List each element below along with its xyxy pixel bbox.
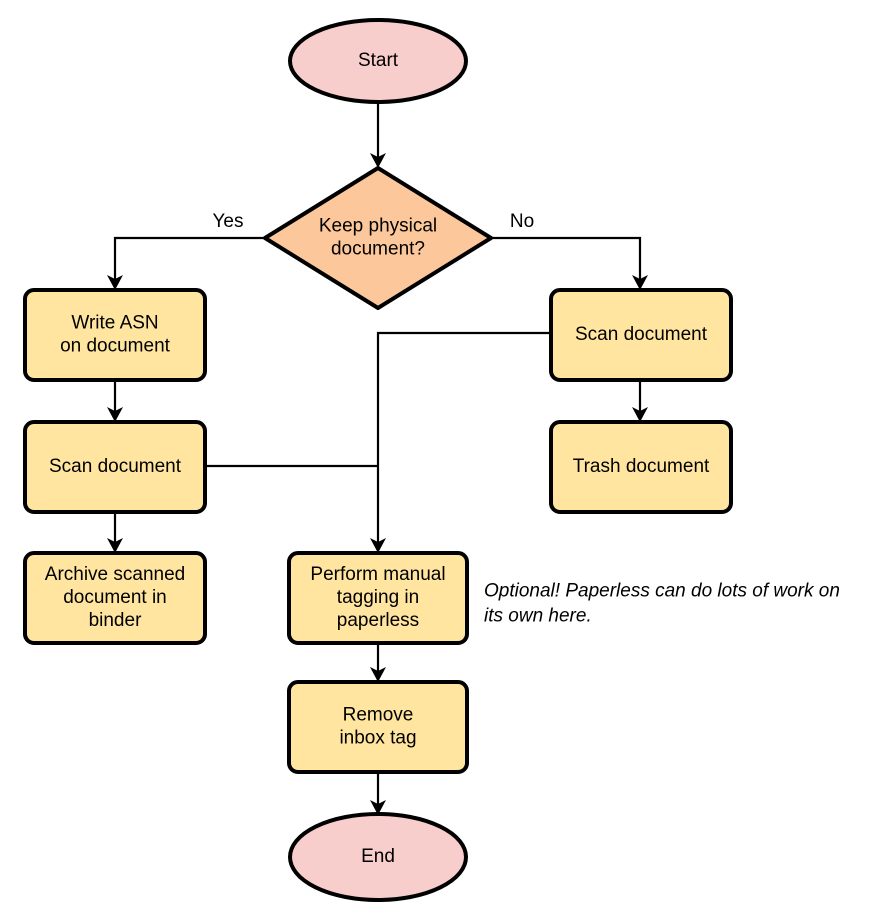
terminator-shape[interactable] xyxy=(288,812,468,902)
edge-arrowhead xyxy=(370,153,386,168)
edge-write-asn-to-scan-left xyxy=(107,380,123,422)
decision-shape[interactable] xyxy=(263,166,493,310)
edge-decision-no-to-scan-right: No xyxy=(491,211,648,290)
node-label: Scan document xyxy=(49,456,182,477)
edge-scan-right-to-trash xyxy=(632,380,648,422)
node-start[interactable]: Start xyxy=(288,18,468,104)
edge-arrowhead xyxy=(632,275,648,290)
edge-arrowhead xyxy=(370,538,386,553)
node-scan-left[interactable]: Scan document xyxy=(23,420,207,514)
edge-scan-right-to-tagging xyxy=(370,331,551,553)
edge-start-to-decision xyxy=(370,102,386,168)
edge-arrowhead xyxy=(370,667,386,682)
edge-line xyxy=(376,331,551,547)
edge-line xyxy=(113,236,265,284)
terminator-shape[interactable] xyxy=(288,18,468,104)
edge-label-yes: Yes xyxy=(213,211,244,232)
process-shape[interactable] xyxy=(287,551,469,645)
edge-arrowhead xyxy=(632,407,648,422)
process-shape[interactable] xyxy=(23,288,207,382)
annotation-optional-note: Optional! Paperless can do lots of work … xyxy=(484,581,840,627)
process-shape[interactable] xyxy=(549,420,733,514)
edges-layer: Yes No xyxy=(107,102,648,815)
process-shape[interactable] xyxy=(23,420,207,514)
edge-arrowhead xyxy=(107,407,123,422)
edge-scan-left-to-archive xyxy=(107,512,123,553)
annotations-layer: Optional! Paperless can do lots of work … xyxy=(484,581,840,627)
edge-line xyxy=(491,236,642,284)
edge-arrowhead xyxy=(107,275,123,290)
node-label: Start xyxy=(358,50,399,71)
node-label: End xyxy=(361,846,395,867)
node-end[interactable]: End xyxy=(288,812,468,902)
process-shape[interactable] xyxy=(287,680,469,774)
edge-arrowhead xyxy=(107,538,123,553)
node-scan-right[interactable]: Scan document xyxy=(549,288,733,382)
process-shape[interactable] xyxy=(23,551,207,645)
node-label: Scan document xyxy=(575,324,708,345)
node-label: Trash document xyxy=(573,456,710,477)
process-shape[interactable] xyxy=(549,288,733,382)
edge-label-no: No xyxy=(510,211,534,232)
edge-arrowhead xyxy=(370,800,386,815)
edge-remove-inbox-to-end xyxy=(370,772,386,815)
node-trash[interactable]: Trash document xyxy=(549,420,733,514)
edge-decision-yes-to-write-asn: Yes xyxy=(107,211,265,290)
edge-tagging-to-remove-inbox xyxy=(370,643,386,682)
